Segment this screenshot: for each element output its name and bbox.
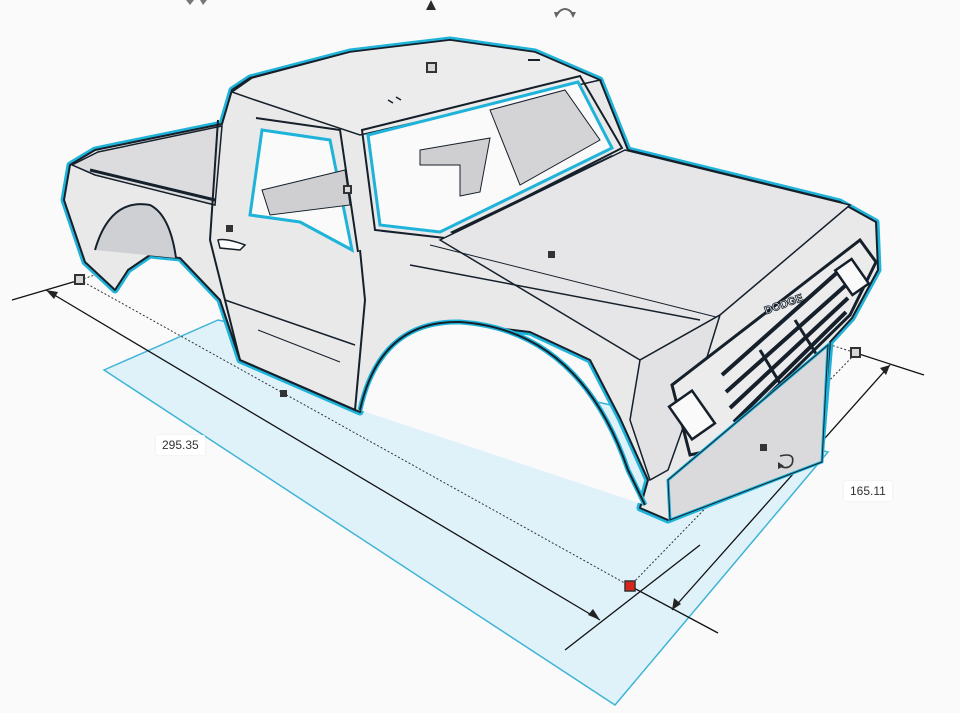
truck-bed	[70, 125, 223, 206]
grille: DODGE	[667, 237, 878, 457]
top-height-handle[interactable]	[426, 62, 437, 73]
edge-handle-width[interactable]	[760, 444, 767, 451]
edge-handles[interactable]	[226, 225, 767, 451]
corner-handles[interactable]	[74, 62, 861, 358]
length-dimension-label[interactable]: 295.35	[156, 435, 205, 455]
truck-model[interactable]: DODGE	[60, 36, 882, 524]
length-dimension-lines	[11, 279, 719, 651]
dimension-arrowheads	[46, 290, 890, 620]
height-cone-icon[interactable]	[426, 0, 436, 10]
active-corner-handle[interactable]	[624, 580, 636, 592]
cab-roof	[230, 39, 603, 136]
rotate-arrow-icon-base[interactable]	[778, 454, 794, 469]
edge-handle-center[interactable]	[548, 251, 555, 258]
edge-handle-rear[interactable]	[226, 225, 233, 232]
width-dimension-label[interactable]: 165.11	[844, 481, 892, 501]
corner-handle-rear-left[interactable]	[74, 274, 85, 285]
edge-handle-length[interactable]	[280, 390, 287, 397]
rotate-arrow-icon[interactable]	[554, 8, 576, 18]
width-dimension-lines	[671, 352, 925, 611]
rear-wheel-arch	[94, 203, 177, 259]
cab-door	[208, 119, 367, 412]
corner-handle-front-right[interactable]	[850, 347, 861, 358]
door-handle	[217, 238, 247, 251]
corner-handle-cab-mid[interactable]	[343, 185, 352, 194]
rotate-arrow-icon-left[interactable]	[186, 0, 207, 5]
